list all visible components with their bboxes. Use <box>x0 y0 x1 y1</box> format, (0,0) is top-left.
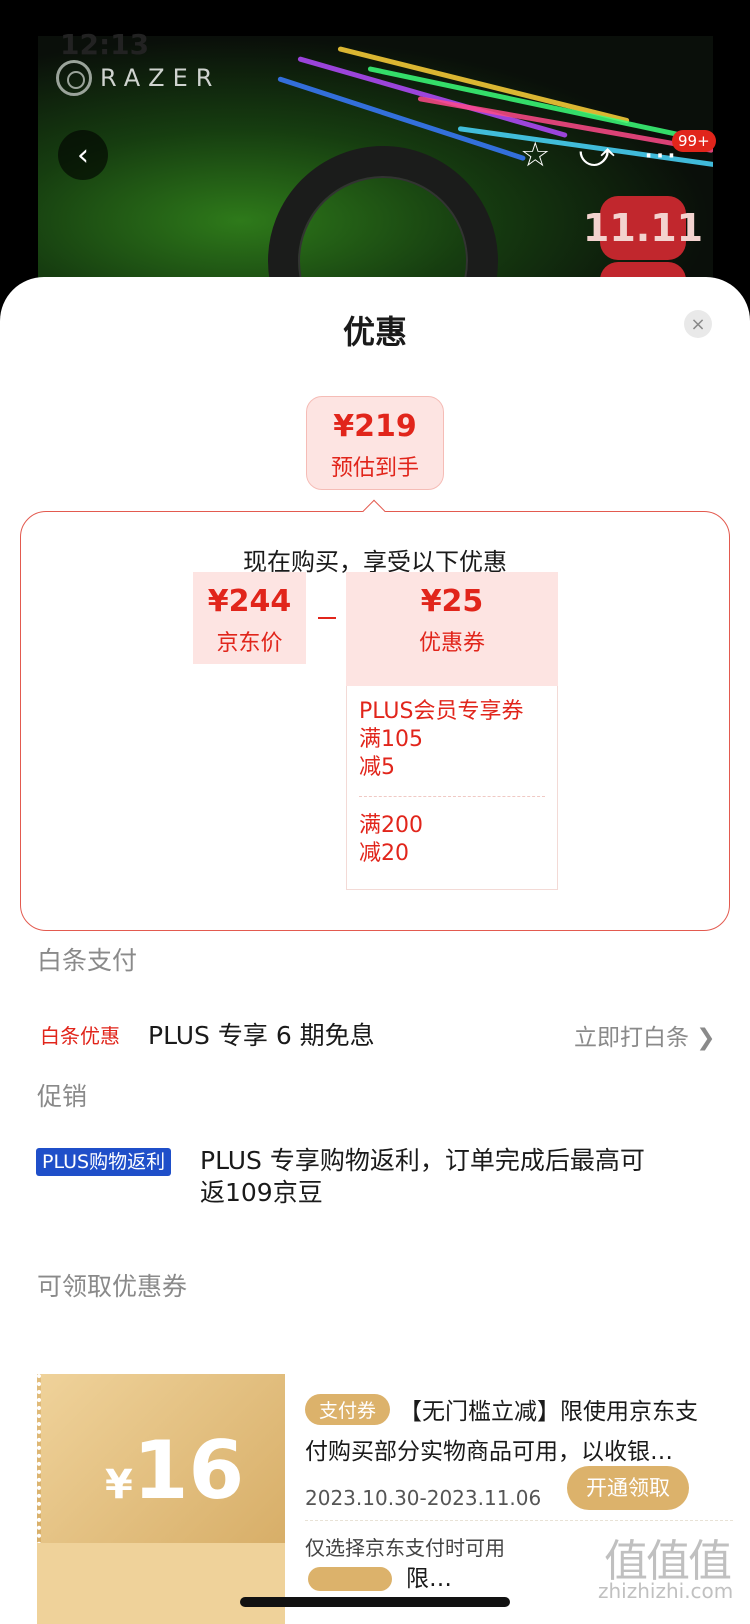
more-icon[interactable]: ⋯ <box>642 135 677 175</box>
razer-logo-icon <box>56 60 92 96</box>
promo-text-line: 返109京豆 <box>200 1178 323 1207</box>
sheet-title: 优惠 <box>342 313 407 351</box>
amount-value: 16 <box>132 1424 245 1517</box>
coupon-list: PLUS会员专享券 满105 减5 满200 减20 <box>346 686 558 890</box>
back-button[interactable]: ‹ <box>58 130 108 180</box>
promo-text-line: PLUS 专享购物返利，订单完成后最高可 <box>200 1146 645 1175</box>
product-hero: 12:13 RAZER ‹ ☆ ⤻ ⋯ 99+ 11.11 <box>0 0 750 300</box>
baitiao-section-title: 白条支付 <box>37 946 138 975</box>
coupon-tag-partial <box>308 1567 392 1591</box>
coupon-section-title: 可领取优惠券 <box>37 1272 188 1301</box>
jd-price-box: ¥244 京东价 <box>193 572 306 664</box>
estimated-label: 预估到手 <box>330 456 419 481</box>
product-image <box>38 36 713 300</box>
close-button[interactable]: × <box>684 310 712 338</box>
plus-rebate-tag: PLUS购物返利 <box>36 1148 172 1176</box>
coupon-desc-partial: 限… <box>406 1566 452 1592</box>
discount-sheet: 优惠 × ¥219 预估到手 现在购买，享受以下优惠 ¥244 京东价 ¥25 … <box>0 277 750 1624</box>
brand-logo: RAZER <box>56 60 220 96</box>
notification-badge: 99+ <box>672 130 716 152</box>
star-icon[interactable]: ☆ <box>520 135 551 175</box>
coupon-item: 满200 减20 <box>359 812 423 868</box>
jd-price-value: ¥244 <box>207 584 292 619</box>
coupon-divider <box>305 1520 733 1521</box>
jd-price-label: 京东价 <box>216 631 283 656</box>
chevron-left-icon: ‹ <box>77 137 89 173</box>
coupon-total-box: ¥25 优惠券 <box>346 572 558 686</box>
coupon-description: 【无门槛立减】限使用京东支付购买部分实物商品可用，以收银… <box>305 1399 698 1465</box>
claim-coupon-button[interactable]: 开通领取 <box>567 1466 689 1510</box>
baitiao-offer: PLUS 专享 6 期免息 <box>148 1021 375 1050</box>
promo-text: PLUS 专享购物返利，订单完成后最高可 返109京豆 <box>200 1145 645 1209</box>
status-time: 12:13 <box>60 28 150 61</box>
pay-coupon-tag: 支付券 <box>305 1394 391 1425</box>
estimated-price-box: ¥219 预估到手 <box>306 396 444 490</box>
coupon-item-discount: 减20 <box>359 841 409 866</box>
coupon-item: PLUS会员专享券 满105 减5 <box>359 698 524 782</box>
coupon-card-partial <box>37 1543 285 1624</box>
breakdown-intro: 现在购买，享受以下优惠 <box>243 548 507 576</box>
close-icon: × <box>690 313 706 335</box>
share-icon[interactable]: ⤻ <box>578 135 615 175</box>
coupon-detail: 【无门槛立减】限使用京东支付购买部分实物商品可用，以收银… 支付券 2023.1… <box>285 1374 733 1570</box>
baitiao-tag: 白条优惠 <box>40 1024 120 1048</box>
currency-symbol: ¥ <box>105 1462 133 1508</box>
estimated-price: ¥219 <box>333 409 417 444</box>
event-badge[interactable]: 11.11 <box>583 196 703 260</box>
coupon-item-title: PLUS会员专享券 <box>359 699 524 724</box>
coupon-total-value: ¥25 <box>420 584 484 619</box>
coupon-item-threshold: 满200 <box>359 813 423 838</box>
coupon-total-label: 优惠券 <box>418 631 485 656</box>
coupon-note: 仅选择京东支付时可用 <box>305 1536 505 1560</box>
coupon-divider <box>359 796 545 797</box>
top-actions: ☆ ⤻ ⋯ <box>520 135 677 175</box>
coupon-card: ¥16 【无门槛立减】限使用京东支付购买部分实物商品可用，以收银… 支付券 20… <box>37 1374 733 1570</box>
baitiao-link[interactable]: 立即打白条 ❯ <box>574 1025 716 1051</box>
promo-section-title: 促销 <box>37 1082 88 1111</box>
watermark-site: zhizhizhi.com <box>598 1579 734 1603</box>
coupon-item-threshold: 满105 <box>359 727 423 752</box>
coupon-amount-panel: ¥16 <box>37 1374 285 1570</box>
minus-sign <box>318 617 336 619</box>
coupon-validity: 2023.10.30-2023.11.06 <box>305 1486 542 1510</box>
coupon-item-discount: 减5 <box>359 755 395 780</box>
home-indicator[interactable] <box>240 1597 510 1607</box>
watermark: 值值值 <box>604 1536 732 1587</box>
brand-name: RAZER <box>100 64 221 92</box>
coupon-amount: ¥16 <box>105 1424 244 1517</box>
